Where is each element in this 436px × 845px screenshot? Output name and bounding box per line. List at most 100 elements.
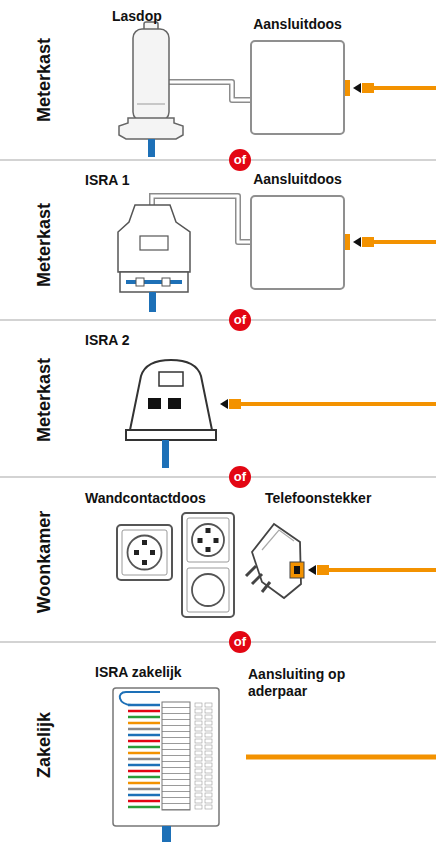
- wall-socket: Wandcontactdoos: [85, 490, 235, 618]
- splice-cap: Lasdop: [112, 8, 178, 158]
- orange-cable: [362, 237, 374, 247]
- wall-socket-drawing: [206, 547, 211, 552]
- business-panel-drawing: [162, 826, 171, 842]
- business-panel-drawing: [128, 734, 160, 737]
- isra-2-drawing: [148, 398, 161, 409]
- isra-1-drawing: [136, 278, 144, 286]
- orange-cable: [362, 83, 374, 93]
- or-text: of: [234, 635, 246, 649]
- location-label: Woonkamer: [34, 511, 54, 614]
- cable-connector: [195, 196, 250, 242]
- isra-1-drawing: [140, 236, 168, 250]
- isra-2-drawing: [162, 440, 169, 468]
- node-heading: Aansluitdoos: [253, 171, 342, 188]
- splice-cap-drawing: [119, 22, 183, 157]
- node-heading: Wandcontactdoos: [85, 490, 206, 507]
- business-panel-drawing: [128, 776, 160, 779]
- business-panel-drawing: [128, 770, 160, 773]
- cable-connector: [178, 82, 250, 100]
- or-badge: of: [229, 149, 251, 171]
- orange-cable: [329, 568, 436, 572]
- business-panel-drawing: [128, 788, 160, 791]
- location-label: Meterkast: [34, 358, 54, 442]
- or-badge: of: [229, 631, 251, 653]
- wall-socket-drawing: [134, 550, 139, 555]
- isra-1-drawing: [126, 280, 182, 284]
- phone-plug-drawing: [290, 562, 304, 578]
- business-panel-drawing: [162, 702, 190, 810]
- isra-1-drawing: [118, 205, 190, 272]
- business-panel-drawing: [128, 800, 160, 803]
- isra-2-drawing: [130, 360, 212, 430]
- splice-cap-drawing: [148, 139, 155, 157]
- isra-point: ISRA 1: [85, 172, 195, 312]
- separator-line: [0, 159, 436, 161]
- isra-1-drawing: [120, 272, 188, 292]
- separator-line: [0, 160, 436, 642]
- isra-2-drawing: [159, 372, 183, 386]
- phone-plug-drawing: [252, 524, 301, 598]
- node-heading: ISRA 1: [85, 172, 130, 189]
- orange-cable: [229, 399, 241, 409]
- cable-connector: [195, 196, 250, 242]
- orange-cable: [353, 237, 361, 247]
- wall-socket-drawing: [150, 550, 155, 555]
- orange-cable: [220, 399, 228, 409]
- business-panel-drawing: [128, 794, 160, 797]
- connection-label: Aansluiting op aderpaar: [248, 666, 378, 700]
- separator-line: [0, 476, 436, 478]
- or-text: of: [234, 153, 246, 167]
- separator-line: [0, 319, 436, 321]
- splice-cap-drawing: [137, 104, 165, 105]
- wall-socket-drawing: [192, 524, 224, 556]
- wall-socket-drawing: [192, 574, 224, 606]
- wall-socket-drawing: [214, 538, 219, 543]
- junction-box: Aansluitdoos: [250, 195, 345, 290]
- wall-socket-drawing: [142, 560, 147, 565]
- wall-socket-drawing: [182, 513, 234, 617]
- isra-point: ISRA 2: [85, 332, 220, 472]
- or-text: of: [234, 313, 246, 327]
- cable-core: [178, 82, 250, 100]
- business-panel-drawing: [128, 728, 160, 731]
- location-label: Meterkast: [34, 203, 54, 287]
- orange-cable: [241, 402, 436, 406]
- business-panel-drawing: [128, 764, 160, 767]
- node-heading: ISRA zakelijk: [95, 664, 182, 681]
- wall-socket-drawing: [198, 538, 203, 543]
- business-panel-drawing: [128, 752, 160, 755]
- phone-plug-drawing: [262, 582, 270, 592]
- wall-socket-drawing: [206, 528, 211, 533]
- or-text: of: [234, 470, 246, 484]
- business-panel-drawing: [128, 746, 160, 749]
- business-panel-drawing: [120, 692, 160, 705]
- isra-2-drawing: [126, 430, 216, 440]
- orange-cable: [308, 565, 316, 575]
- business-panel: ISRA zakelijk: [95, 664, 221, 842]
- business-panel-drawing: [113, 688, 219, 826]
- phone-plug-drawing: [262, 530, 294, 550]
- or-badge: of: [229, 466, 251, 488]
- or-badge: of: [229, 309, 251, 331]
- phone-plug-drawing: [246, 566, 256, 576]
- wall-socket-drawing: [187, 518, 229, 562]
- business-panel-drawing: [194, 702, 214, 810]
- node-heading: Lasdop: [112, 8, 162, 25]
- business-panel-drawing: [128, 806, 160, 809]
- splice-cap-drawing: [133, 29, 169, 121]
- business-panel-drawing: [128, 758, 160, 761]
- separator-line: [0, 641, 436, 643]
- business-panel-drawing: [128, 782, 160, 785]
- wall-socket-drawing: [187, 568, 229, 612]
- phone-plug-drawing: [294, 566, 300, 574]
- wall-socket-drawing: [142, 540, 147, 545]
- wall-socket-drawing: [117, 525, 172, 580]
- node-heading: Aansluitdoos: [253, 16, 342, 33]
- wall-socket-drawing: [122, 530, 167, 575]
- isra-1-drawing: [162, 278, 170, 286]
- orange-cable: [246, 755, 436, 760]
- orange-cable: [374, 86, 436, 90]
- isra-1-drawing: [149, 292, 156, 312]
- orange-cable: [353, 83, 361, 93]
- location-label: Meterkast: [34, 38, 54, 122]
